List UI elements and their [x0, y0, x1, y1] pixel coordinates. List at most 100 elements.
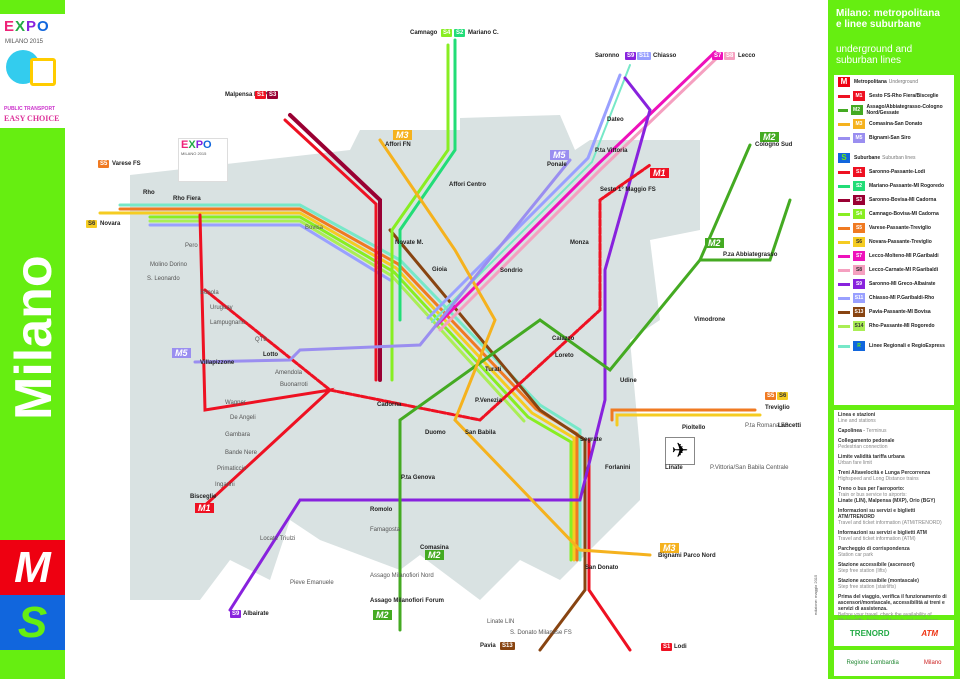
- badge-s13: S13: [500, 642, 515, 650]
- station-amendola: Amendola: [275, 370, 303, 376]
- expo-box-logo: EXPO: [181, 139, 212, 151]
- station-locate-triulzi: S. Donato Milanese FS: [510, 630, 572, 636]
- terminus-treviglio: Treviglio: [765, 405, 790, 411]
- badge-s9-sw: S9: [230, 610, 242, 618]
- station-repubblica: Turati: [485, 367, 502, 373]
- station-garibaldi: Gioia: [432, 267, 448, 273]
- terminus-chiasso: Chiasso: [653, 53, 677, 59]
- station-qt8: QT8: [255, 337, 267, 343]
- station-pero: Pero: [185, 243, 198, 249]
- airport-connections: P.Vittoria/San Babila Centrale: [710, 465, 789, 471]
- badge-s11: S11: [637, 52, 652, 60]
- terminus-lodi: Lodi: [674, 644, 687, 650]
- urban-area: [130, 115, 700, 600]
- station-molino-dorino: Molino Dorino: [150, 262, 188, 268]
- station-bonola: Bonola: [200, 290, 219, 296]
- public-transport-text: PUBLIC TRANSPORT: [4, 106, 56, 112]
- station-lambrate: Udine: [620, 378, 637, 384]
- legend-panel: Milano: metropolitana e linee suburbane …: [828, 0, 960, 679]
- symbol-terminus: Capolinea - Terminus: [838, 428, 887, 434]
- station-comasina: Affori FN: [385, 142, 411, 148]
- expo-logo: EXPO: [4, 18, 50, 35]
- station-assago-forum: Assago Milanofiori Forum: [370, 598, 445, 604]
- station-wagner: Wagner: [225, 400, 246, 406]
- station-forlanini: Pioltello: [682, 425, 706, 431]
- station-greco-pirelli: Monza: [570, 240, 589, 246]
- station-affori-fn: Affori Centro: [449, 182, 486, 188]
- badge-s5-east: S5: [765, 392, 777, 400]
- expo-station-box: EXPO MILANO 2015: [178, 138, 228, 182]
- station-cascina-gobba: Vimodrone: [694, 317, 726, 323]
- station-buonarroti: Buonarroti: [280, 382, 308, 388]
- symbol-stairlifts: Stazione accessibile (montascale)Step fr…: [838, 578, 919, 590]
- operator-logos: TRENORD ATM: [834, 620, 954, 646]
- terminus-camnago: Camnago: [410, 30, 438, 36]
- badge-s2: S2: [454, 29, 466, 37]
- symbol-airport: Treno o bus per l'aeroporto:Train or bus…: [838, 486, 936, 504]
- station-porta-genova: P.ta Genova: [401, 475, 435, 481]
- badge-m3-comasina: M3: [393, 130, 412, 140]
- expo-subtitle: MILANO 2015: [5, 39, 44, 45]
- station-bignami: Ponale: [547, 162, 567, 168]
- station-loreto: Loreto: [555, 353, 574, 359]
- transit-map: Camnago S4 S2 Mariano C. Saronno S9 S11 …: [65, 0, 828, 679]
- terminus-mariano: Mariano C.: [468, 30, 499, 36]
- milano-logo: Milano: [923, 660, 942, 666]
- badge-s6-east: S6: [777, 392, 789, 400]
- station-cadorna: Cadorna: [377, 402, 402, 408]
- station-bovisa: Novate M.: [395, 240, 424, 246]
- trenord-logo: TRENORD: [849, 628, 890, 638]
- city-title: Milano: [5, 255, 63, 420]
- station-gessate: Cologno Sud: [755, 142, 793, 148]
- terminus-novara: Novara: [100, 221, 121, 227]
- station-lampugnano: Lampugnano: [210, 320, 246, 326]
- station-lotto: Lotto: [263, 352, 278, 358]
- metro-icon: M: [838, 77, 850, 87]
- terminus-pavia: Pavia: [480, 643, 496, 649]
- station-dateo: Segrate: [580, 437, 603, 443]
- station-sesto-s-giovanni: P.ta Vittoria: [595, 148, 628, 154]
- government-logos: Regione Lombardia Milano: [834, 650, 954, 676]
- badge-m1-sesto: M1: [650, 168, 669, 178]
- terminus-rho: Rho: [143, 190, 155, 196]
- station-pioltello: Lancetti: [778, 423, 802, 429]
- badge-m2-abbiategrasso: M2: [425, 550, 444, 560]
- station-primaticcio: Primaticcio: [217, 466, 247, 472]
- terminus-lecco: Lecco: [738, 53, 756, 59]
- badge-m2-gessate: M2: [760, 132, 779, 142]
- badge-s8: S8: [724, 52, 736, 60]
- badge-m3-sandonato: M3: [660, 543, 679, 553]
- atm-logo: ATM: [921, 628, 939, 638]
- expo-box-sub: MILANO 2015: [181, 151, 207, 156]
- badge-m2-assago: M2: [373, 610, 392, 620]
- badge-s3: S3: [267, 91, 279, 99]
- terminus-varese: Varese FS: [112, 161, 141, 167]
- suburban-icon: S: [838, 153, 850, 163]
- station-inganni: Inganni: [215, 482, 235, 488]
- map-lines-svg: [98, 38, 792, 652]
- badge-m2-cologno: M2: [705, 238, 724, 248]
- edition-note: edizione: maggio 2015: [813, 574, 818, 615]
- badge-s4: S4: [441, 29, 453, 37]
- badge-s1-south: S1: [661, 643, 673, 651]
- legend-title: Milano: metropolitana e linee suburbane: [836, 8, 940, 30]
- terminus-malpensa: Malpensa MXP: [225, 92, 268, 98]
- badge-s6: S6: [86, 220, 98, 228]
